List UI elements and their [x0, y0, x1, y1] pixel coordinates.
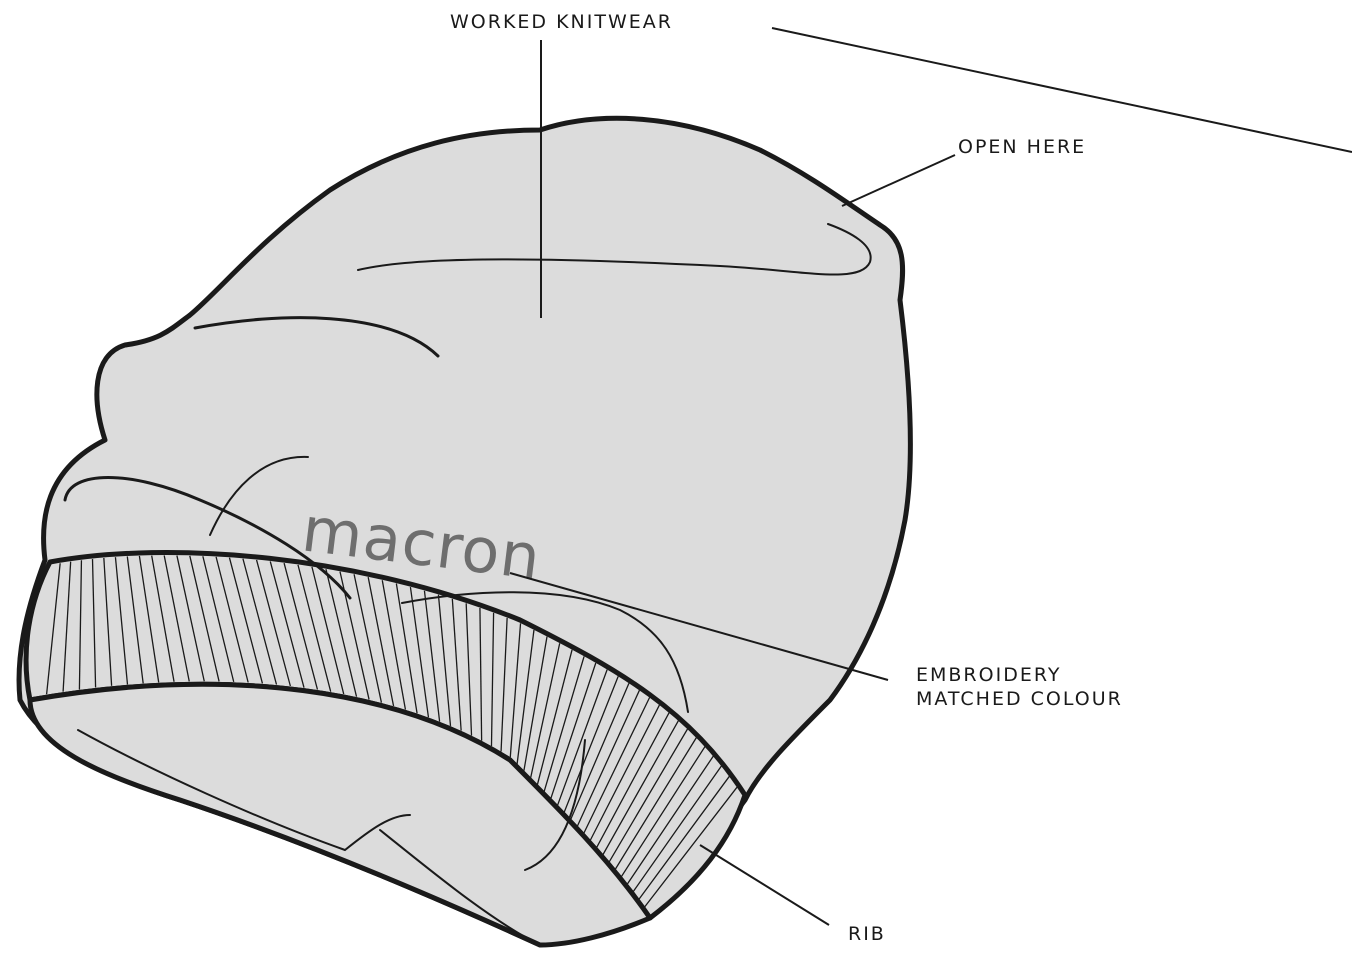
label-matched-colour: MATCHED COLOUR [916, 688, 1123, 710]
leader-rib [700, 845, 829, 925]
label-worked-knitwear: WORKED KNITWEAR [450, 11, 673, 33]
leader-open-here-long [772, 28, 1352, 152]
label-rib: RIB [848, 923, 886, 945]
leader-open-here [842, 155, 955, 206]
label-embroidery: EMBROIDERY [916, 664, 1061, 686]
label-open-here: OPEN HERE [958, 136, 1086, 158]
